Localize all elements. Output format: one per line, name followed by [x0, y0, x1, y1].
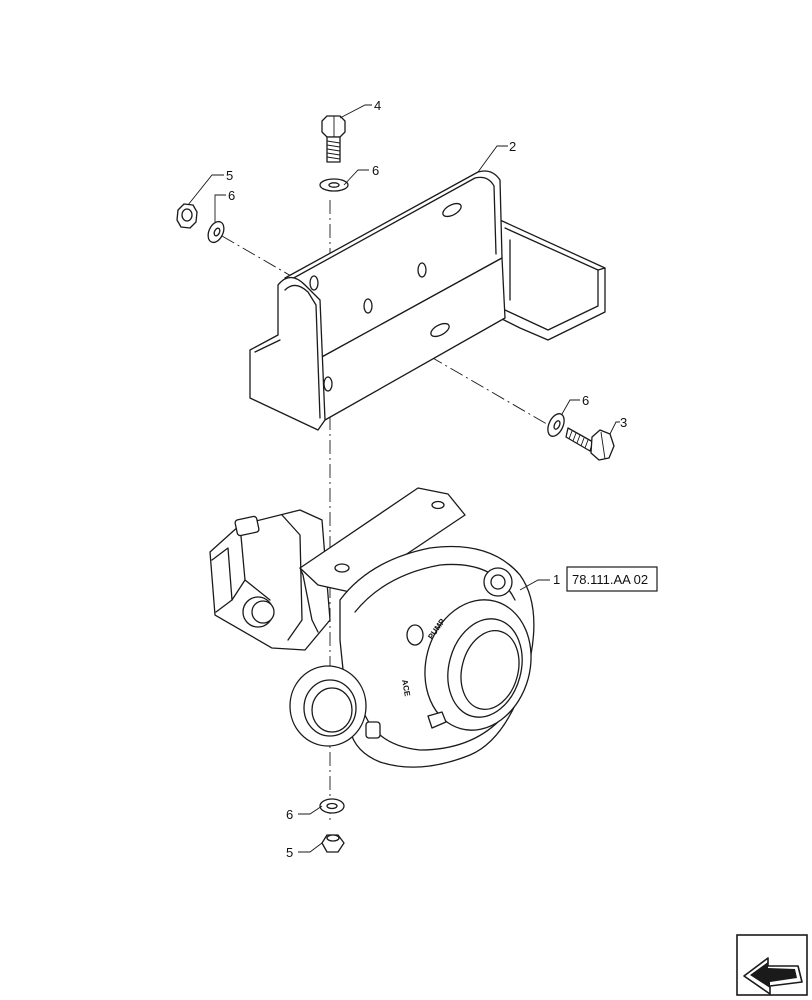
washer-right[interactable] — [545, 411, 568, 439]
callout-4: 4 — [374, 98, 381, 113]
nut-top-left[interactable] — [176, 203, 198, 229]
callout-numbers: 4 6 2 5 6 6 3 1 6 5 — [226, 98, 627, 860]
reference-label[interactable]: 78.111.AA 02 — [572, 572, 648, 587]
washer-bottom[interactable] — [319, 798, 345, 814]
bolt-right[interactable] — [565, 427, 615, 461]
callout-6-topleft: 6 — [228, 188, 235, 203]
callout-6-bottom: 6 — [286, 807, 293, 822]
previous-page-arrow-icon[interactable] — [736, 934, 808, 996]
casting-text-ace: ACE — [400, 679, 412, 698]
callout-5-top: 5 — [226, 168, 233, 183]
callout-2: 2 — [509, 139, 516, 154]
mounting-bracket[interactable] — [249, 170, 606, 431]
callout-1: 1 — [553, 572, 560, 587]
leader-lines — [187, 104, 620, 853]
callout-6-right: 6 — [582, 393, 589, 408]
callout-5-bottom: 5 — [286, 845, 293, 860]
bolt-top[interactable] — [321, 115, 346, 163]
nut-bottom[interactable] — [321, 834, 345, 853]
callout-6-topcenter: 6 — [372, 163, 379, 178]
callout-3: 3 — [620, 415, 627, 430]
hydraulic-pump[interactable]: ACE PUMP — [209, 487, 545, 768]
washer-top-center[interactable] — [319, 178, 349, 192]
reference-box[interactable]: 78.111.AA 02 — [566, 566, 658, 592]
washer-top-left[interactable] — [205, 219, 227, 245]
